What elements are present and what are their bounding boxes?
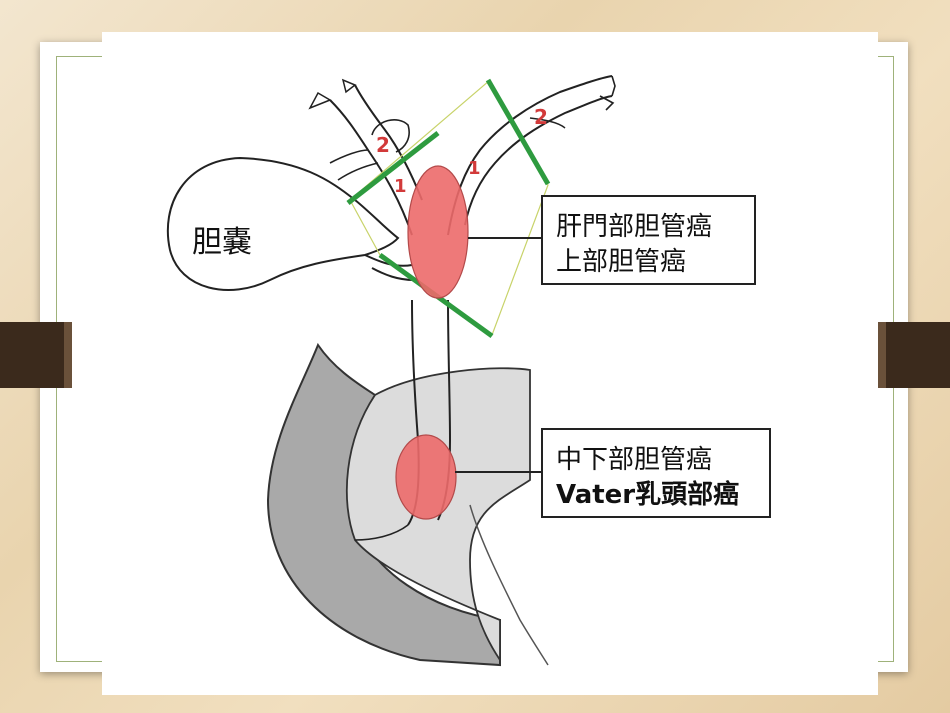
marker-left-1: 1 [394, 176, 407, 197]
left-hepatic-bulb [371, 119, 410, 153]
marker-right-2: 2 [534, 105, 548, 129]
left-hepatic-branch-upper [308, 78, 357, 110]
label-upper-line2: 上部胆管癌 [556, 247, 686, 277]
label-box-lower [541, 428, 771, 518]
left-decor-tab [0, 322, 70, 388]
tumor-lower [395, 434, 457, 520]
label-upper-line1: 肝門部胆管癌 [556, 212, 712, 242]
label-lower-line1: 中下部胆管癌 [556, 445, 712, 475]
right-decor-tab [880, 322, 950, 388]
marker-left-2: 2 [376, 133, 390, 157]
cut-line-right [485, 78, 551, 186]
pancreas-outline [469, 504, 549, 666]
right-hepatic-duct [447, 75, 613, 236]
resection-region-outline [349, 79, 549, 336]
cut-line-left [346, 131, 440, 205]
left-hepatic-branch-small [329, 149, 379, 181]
marker-right-1: 1 [468, 158, 481, 179]
diagram-panel [102, 32, 878, 695]
right-hepatic-branch [529, 117, 566, 129]
duct-to-duodenum [354, 524, 409, 541]
label-lower-line2: Vater乳頭部癌 [556, 479, 739, 510]
cystic-duct [364, 254, 415, 281]
right-decor-tab-edge [878, 322, 886, 388]
left-hepatic-duct [329, 84, 423, 236]
right-hepatic-tip [599, 75, 616, 111]
left-decor-tab-edge [64, 322, 72, 388]
gallbladder-label: 胆嚢 [192, 225, 252, 260]
tumor-upper [407, 165, 469, 299]
label-box-upper [541, 195, 756, 285]
